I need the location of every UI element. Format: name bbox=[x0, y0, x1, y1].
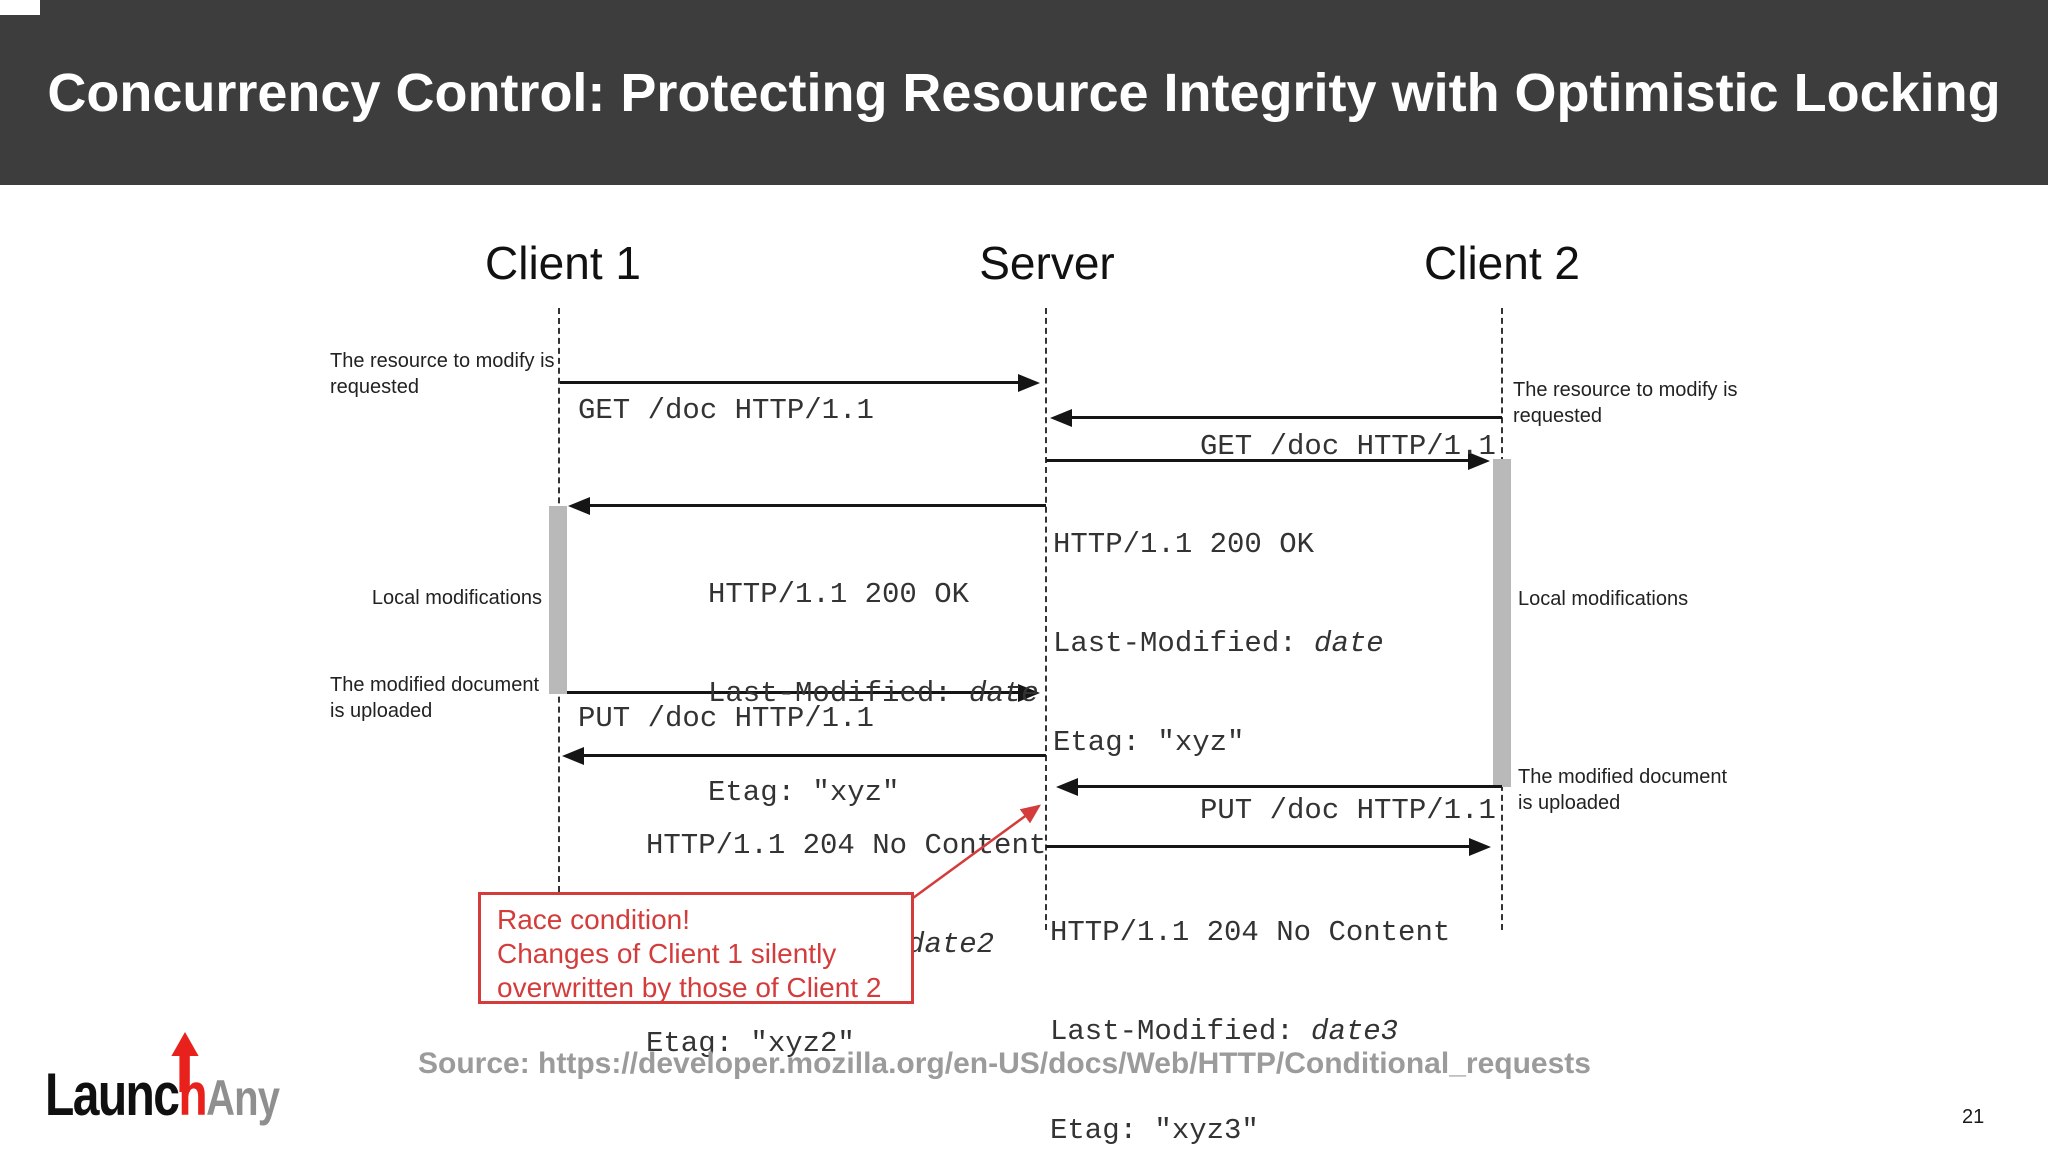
note-client2-request: The resource to modify is requested bbox=[1513, 379, 1738, 427]
status-line: HTTP/1.1 200 OK bbox=[708, 578, 970, 611]
activation-bar-client1 bbox=[549, 506, 567, 694]
message-label-get-client1: GET /doc HTTP/1.1 bbox=[578, 394, 874, 427]
note-client1-local-modifications: Local modifications bbox=[371, 587, 542, 609]
arrowhead-right-icon bbox=[1018, 684, 1040, 702]
etag-line: Etag: "xyz" bbox=[708, 776, 900, 809]
status-line: HTTP/1.1 200 OK bbox=[1053, 528, 1315, 561]
activation-bar-client2 bbox=[1493, 459, 1511, 787]
note-client1-request: The resource to modify is requested bbox=[330, 350, 555, 398]
message-label-204-to-client2: HTTP/1.1 204 No Content Last-Modified: d… bbox=[1050, 850, 1450, 1152]
arrowhead-right-icon bbox=[1468, 452, 1490, 470]
etag-line: Etag: "xyz3" bbox=[1050, 1114, 1259, 1147]
arrowhead-right-icon bbox=[1469, 838, 1491, 856]
corner-notch bbox=[0, 0, 40, 15]
arrowhead-left-icon bbox=[568, 497, 590, 515]
message-label-200-to-client2: HTTP/1.1 200 OK Last-Modified: date Etag… bbox=[1053, 462, 1384, 825]
arrowhead-right-icon bbox=[1018, 374, 1040, 392]
source-caption: Source: https://developer.mozilla.org/en… bbox=[418, 1047, 1591, 1080]
logo-up-arrow-icon bbox=[171, 1032, 199, 1092]
message-label-200-to-client1: HTTP/1.1 200 OK Last-Modified: date Etag… bbox=[708, 512, 1039, 875]
last-modified-line: Last-Modified: date bbox=[708, 677, 1039, 710]
last-modified-line: Last-Modified: date3 bbox=[1050, 1015, 1399, 1048]
page-title: Concurrency Control: Protecting Resource… bbox=[47, 63, 2001, 123]
status-line: HTTP/1.1 204 No Content bbox=[1050, 916, 1451, 949]
last-modified-line: Last-Modified: date bbox=[1053, 627, 1384, 660]
page-number: 21 bbox=[1962, 1106, 1985, 1128]
message-label-put-client2: PUT /doc HTTP/1.1 bbox=[1200, 794, 1496, 827]
race-condition-box: Race condition! Changes of Client 1 sile… bbox=[478, 892, 914, 1004]
lifeline-server bbox=[1045, 308, 1047, 930]
launchany-logo: LaunchAny bbox=[45, 1032, 280, 1128]
note-client2-local-modifications: Local modifications bbox=[1518, 588, 1689, 610]
etag-line: Etag: "xyz2" bbox=[646, 1027, 855, 1060]
message-label-put-client1: PUT /doc HTTP/1.1 bbox=[578, 702, 874, 735]
title-bar: Concurrency Control: Protecting Resource… bbox=[0, 0, 2048, 185]
note-client1-upload: The modified document is uploaded bbox=[330, 674, 540, 722]
race-pointer-arrow-icon bbox=[912, 804, 1042, 900]
arrowhead-left-icon bbox=[1056, 778, 1078, 796]
arrowhead-left-icon bbox=[1050, 409, 1072, 427]
actor-label-server: Server bbox=[979, 237, 1115, 289]
note-client2-upload: The modified document is uploaded bbox=[1518, 766, 1728, 814]
logo-text-gray: Any bbox=[206, 1070, 280, 1126]
logo-text-black: Launc bbox=[45, 1061, 180, 1128]
etag-line: Etag: "xyz" bbox=[1053, 726, 1245, 759]
message-label-get-client2: GET /doc HTTP/1.1 bbox=[1200, 430, 1496, 463]
actor-label-client1: Client 1 bbox=[485, 237, 641, 289]
actor-label-client2: Client 2 bbox=[1424, 237, 1580, 289]
arrowhead-left-icon bbox=[562, 747, 584, 765]
